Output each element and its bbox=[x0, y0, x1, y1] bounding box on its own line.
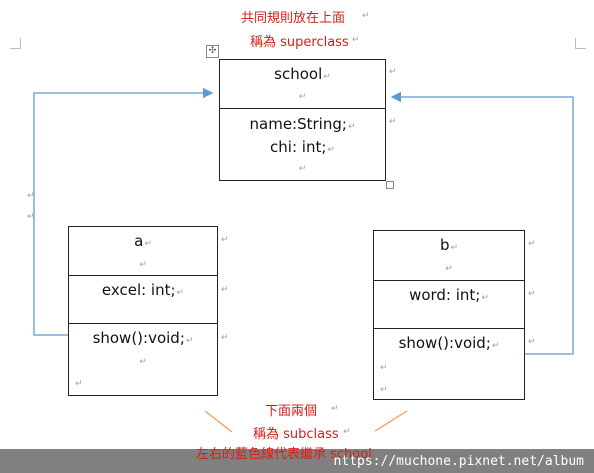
attribute-section: name:String;↵ chi: int;↵ ↵ bbox=[220, 108, 385, 180]
paragraph-mark: ↵ bbox=[528, 289, 536, 299]
paragraph-mark: ↵ bbox=[389, 117, 397, 127]
paragraph-mark: ↵ bbox=[298, 164, 307, 174]
class-name-school: school bbox=[274, 65, 323, 83]
method-section: show():void;↵ ↵ ↵ bbox=[374, 328, 524, 399]
paragraph-mark: ↵ bbox=[327, 145, 335, 155]
class-box-a[interactable]: a↵ ↵ excel: int;↵ show():void;↵ ↵ ↵ bbox=[68, 226, 218, 396]
paragraph-mark: ↵ bbox=[491, 341, 500, 351]
method-section: show():void;↵ ↵ ↵ bbox=[69, 323, 217, 395]
class-name-b: b bbox=[439, 236, 450, 254]
class-name-a: a bbox=[134, 232, 144, 250]
paragraph-mark: ↵ bbox=[362, 11, 370, 21]
inheritance-note: 左右的藍色線代表繼承 school bbox=[196, 447, 372, 462]
paragraph-mark: ↵ bbox=[343, 427, 351, 437]
paragraph-mark: ↵ bbox=[352, 35, 360, 45]
paragraph-mark: ↵ bbox=[139, 357, 147, 367]
attribute-chi: chi: int; bbox=[270, 138, 327, 156]
paragraph-mark: ↵ bbox=[221, 333, 229, 343]
paragraph-mark: ↵ bbox=[185, 336, 194, 346]
paragraph-mark: ↵ bbox=[139, 260, 147, 270]
watermark-url: https://muchone.pixnet.net/album bbox=[333, 454, 584, 469]
paragraph-mark: ↵ bbox=[450, 243, 459, 253]
paragraph-mark: ↵ bbox=[75, 379, 83, 389]
subclass-note-subtitle: 稱為 subclass bbox=[253, 427, 339, 442]
paragraph-mark: ↵ bbox=[176, 288, 185, 298]
paragraph-mark: ↵ bbox=[389, 67, 397, 77]
watermark-bar: https://muchone.pixnet.net/album bbox=[0, 449, 594, 473]
arrow-a-to-school bbox=[33, 87, 214, 336]
paragraph-mark: ↵ bbox=[221, 235, 229, 245]
paragraph-mark: ↵ bbox=[144, 239, 152, 249]
class-box-b[interactable]: b↵ ↵ word: int;↵ show():void;↵ ↵ ↵ bbox=[373, 230, 525, 400]
class-box-school[interactable]: school↵ ↵ name:String;↵ chi: int;↵ ↵ bbox=[219, 59, 386, 181]
paragraph-mark: ↵ bbox=[221, 285, 229, 295]
attribute-excel: excel: int; bbox=[101, 281, 176, 299]
paragraph-mark: ↵ bbox=[380, 363, 388, 373]
paragraph-mark: ↵ bbox=[528, 337, 536, 347]
attribute-word: word: int; bbox=[409, 286, 481, 304]
paragraph-mark: ↵ bbox=[331, 404, 339, 414]
subclass-note-title: 下面兩個 bbox=[265, 404, 318, 419]
header-title: 共同規則放在上面 bbox=[241, 11, 346, 26]
paragraph-mark: ↵ bbox=[27, 191, 35, 201]
crop-mark bbox=[575, 38, 586, 49]
attribute-section: excel: int;↵ bbox=[69, 275, 217, 324]
paragraph-mark: ↵ bbox=[380, 385, 388, 395]
arrow-b-to-school bbox=[390, 91, 574, 355]
move-handle-icon[interactable]: ✣ bbox=[206, 45, 219, 58]
paragraph-mark: ↵ bbox=[298, 92, 307, 102]
header-subtitle: 稱為 superclass bbox=[250, 35, 349, 50]
crop-mark bbox=[10, 38, 21, 49]
paragraph-mark: ↵ bbox=[347, 122, 356, 132]
paragraph-mark: ↵ bbox=[323, 72, 331, 82]
attribute-section: word: int;↵ bbox=[374, 280, 524, 329]
attribute-name: name:String; bbox=[249, 115, 347, 133]
resize-handle[interactable] bbox=[386, 181, 394, 189]
paragraph-mark: ↵ bbox=[445, 264, 453, 274]
callout-line-left bbox=[204, 410, 233, 433]
method-show: show():void; bbox=[398, 334, 491, 352]
callout-line-right bbox=[374, 410, 408, 432]
paragraph-mark: ↵ bbox=[528, 239, 536, 249]
paragraph-mark: ↵ bbox=[481, 293, 489, 303]
method-show: show():void; bbox=[92, 329, 185, 347]
paragraph-mark: ↵ bbox=[27, 212, 35, 222]
